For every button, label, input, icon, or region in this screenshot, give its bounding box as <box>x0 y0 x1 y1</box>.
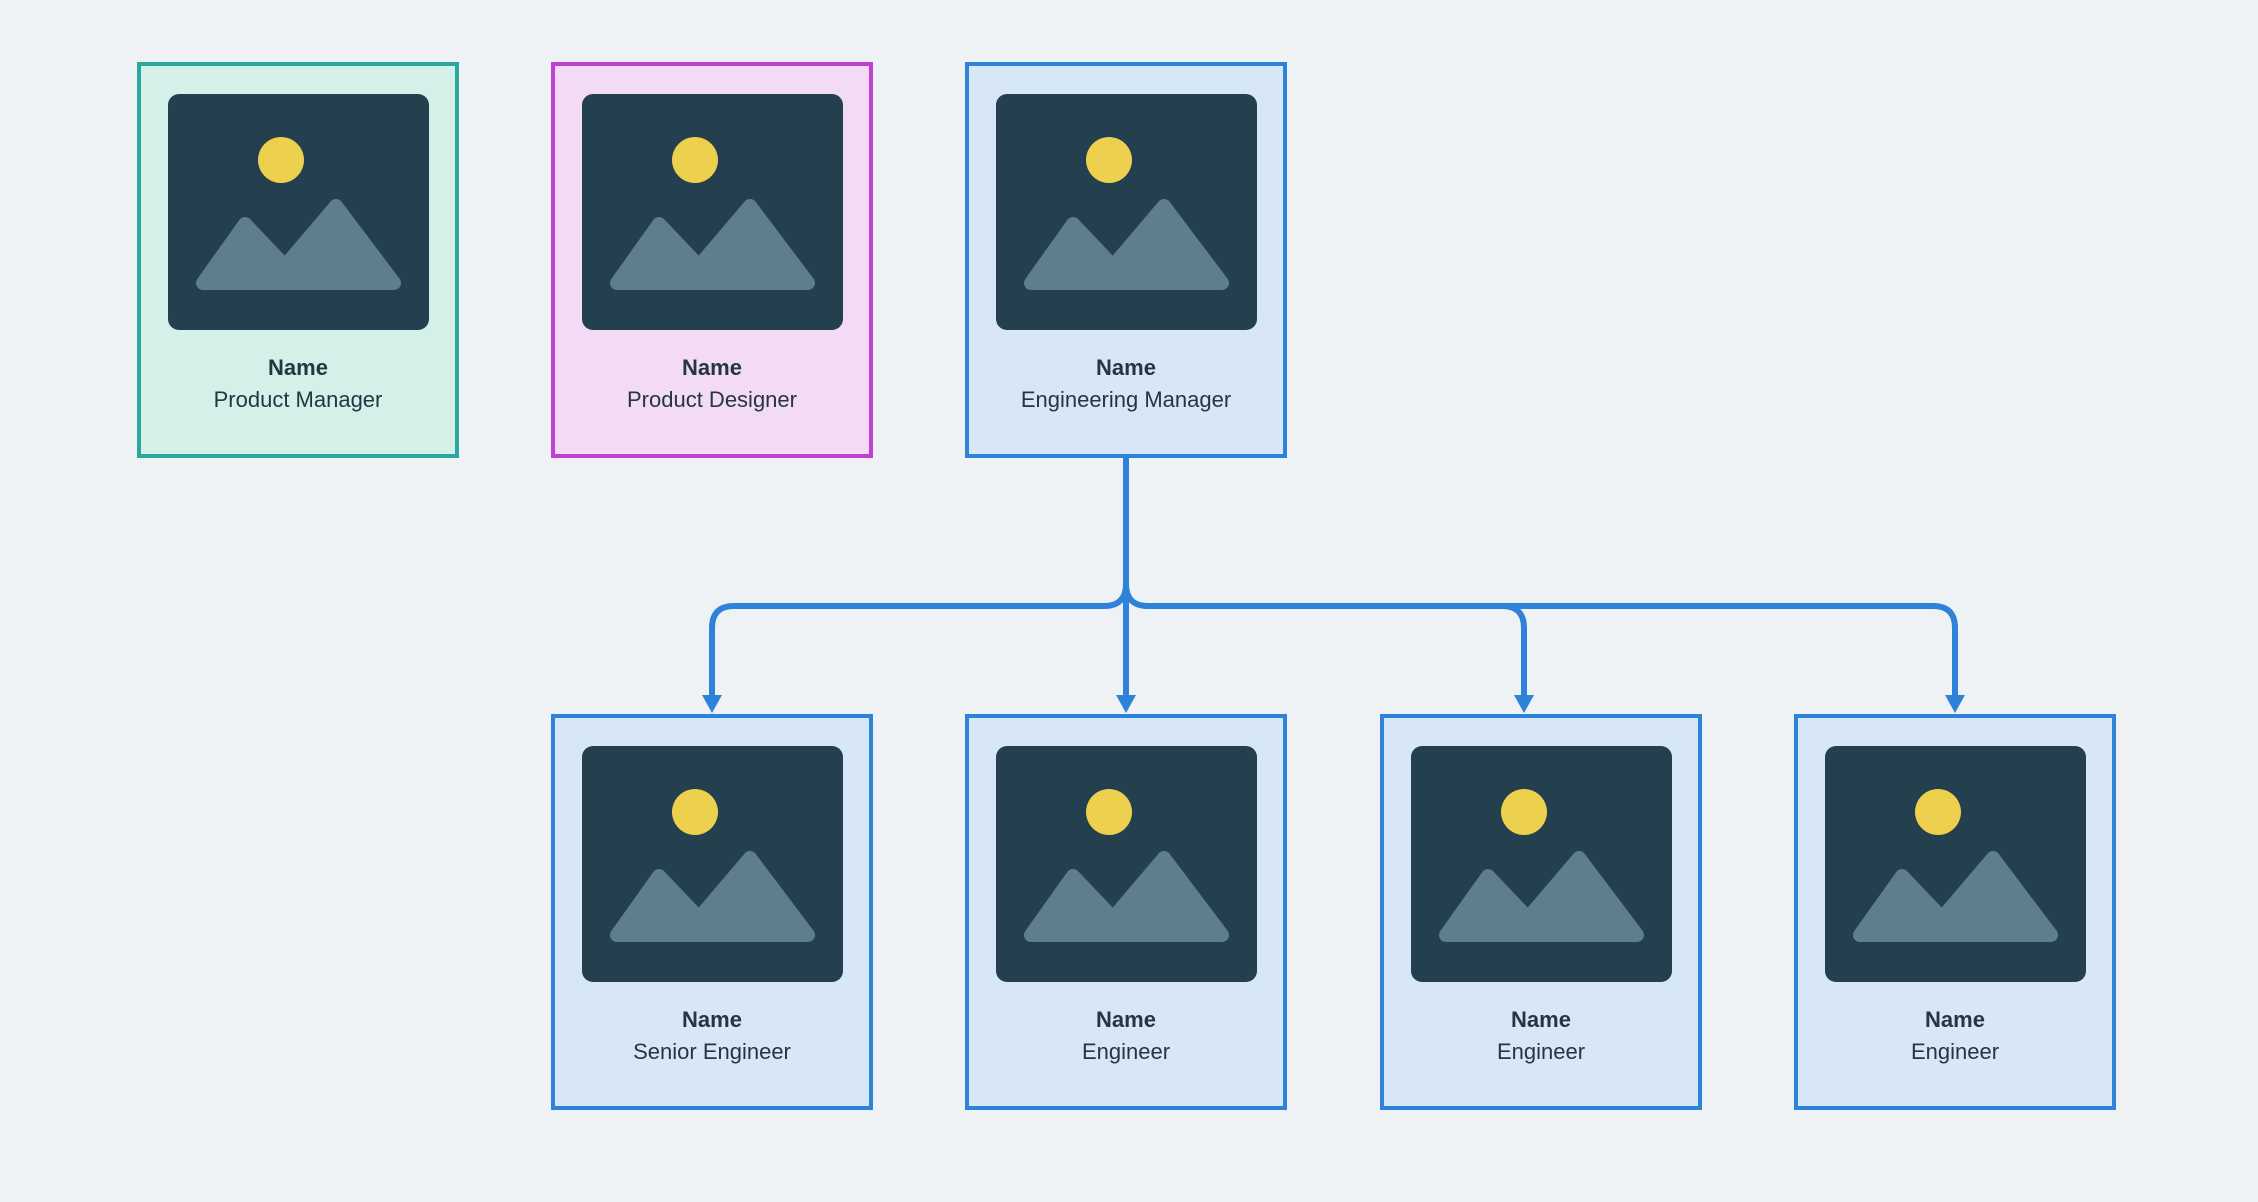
card-role: Engineer <box>1910 1039 2000 1064</box>
card-role: Product Designer <box>627 387 797 412</box>
org-card-product-designer[interactable]: Name Product Designer <box>551 62 873 458</box>
image-placeholder-icon <box>167 94 429 330</box>
image-placeholder-icon <box>1824 746 2086 982</box>
org-card-product-manager[interactable]: Name Product Manager <box>137 62 459 458</box>
org-card-engineer-1[interactable]: Name Engineer <box>965 714 1287 1110</box>
edge-rail-left <box>709 583 1129 699</box>
edge-branch-engineer-2 <box>1501 603 1527 699</box>
edge-rail-right <box>1123 583 1958 699</box>
arrowhead-icon <box>1514 695 1534 713</box>
image-placeholder-icon <box>995 746 1257 982</box>
card-role: Engineer <box>1081 1039 1171 1064</box>
card-name: Name <box>1096 1007 1156 1032</box>
arrowhead-icon <box>1116 695 1136 713</box>
org-card-engineer-3[interactable]: Name Engineer <box>1794 714 2116 1110</box>
image-placeholder-icon <box>581 94 843 330</box>
card-role: Product Manager <box>213 387 383 412</box>
image-placeholder-icon <box>1410 746 1672 982</box>
arrowhead-icon <box>702 695 722 713</box>
org-card-engineer-2[interactable]: Name Engineer <box>1380 714 1702 1110</box>
card-role: Engineering Manager <box>1020 387 1232 412</box>
card-name: Name <box>1096 355 1156 380</box>
org-card-senior-engineer[interactable]: Name Senior Engineer <box>551 714 873 1110</box>
card-name: Name <box>682 1007 742 1032</box>
card-name: Name <box>1925 1007 1985 1032</box>
card-name: Name <box>682 355 742 380</box>
image-placeholder-icon <box>581 746 843 982</box>
card-role: Engineer <box>1496 1039 1586 1064</box>
card-role: Senior Engineer <box>633 1039 791 1064</box>
card-name: Name <box>1511 1007 1571 1032</box>
card-name: Name <box>268 355 328 380</box>
image-placeholder-icon <box>995 94 1257 330</box>
arrowhead-icon <box>1945 695 1965 713</box>
org-card-engineering-manager[interactable]: Name Engineering Manager <box>965 62 1287 458</box>
